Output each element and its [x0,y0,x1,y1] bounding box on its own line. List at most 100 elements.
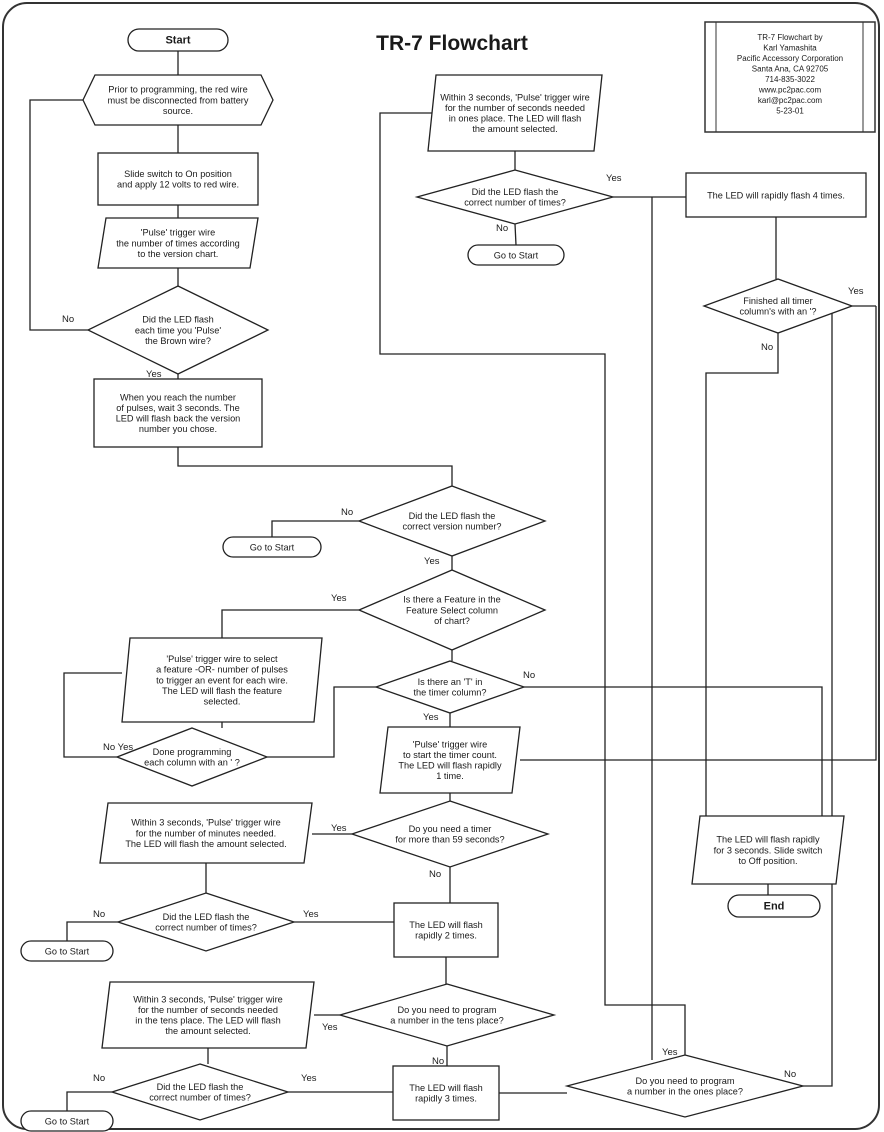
connector [514,223,517,246]
node-shape [414,169,616,225]
node-text: Go to Start [45,1116,90,1126]
connector [63,672,122,758]
node-text: Go to Start [494,250,539,260]
connectors [29,51,877,1111]
node-shape [357,485,547,557]
node-shape [349,800,551,868]
connector [520,306,877,761]
edge-label-yes: Yes [331,593,347,604]
edge-label-no-yes: No Yes [103,742,133,753]
edge-label-no: No [62,314,74,325]
node-goto4: Go to Start [467,244,565,266]
connector [66,1091,112,1111]
node-shape [392,1065,500,1121]
node-goto1: Go to Start [222,536,322,558]
edge-label-no: No [93,909,105,920]
connector [267,686,376,758]
node-shape [691,815,845,885]
node-shape [115,892,297,952]
node-shape [564,1054,806,1118]
node-shape [20,940,114,962]
edge-label-yes: Yes [606,173,622,184]
connector [379,112,686,1055]
edge-label-yes: Yes [848,286,864,297]
connector [221,609,359,638]
node-end: End [727,894,821,918]
node-flash4: The LED will rapidly flash 4 times. [685,172,867,218]
node-start: Start [127,28,229,52]
node-shape [99,802,313,864]
edge-label-yes: Yes [322,1022,338,1033]
edge-label-yes: Yes [424,556,440,567]
node-text: The LED will rapidly flash 4 times. [707,190,845,200]
edge-label-yes: Yes [662,1047,678,1058]
node-text: End [764,900,785,912]
node-shape [685,172,867,218]
node-text: Start [165,34,190,46]
flowchart-title: TR-7 Flowchart [376,32,528,55]
node-shape [101,981,315,1049]
connector [705,333,779,816]
edge-label-no: No [784,1069,796,1080]
node-shape [93,378,263,448]
node-shape [86,285,270,375]
edge-label-no: No [341,507,353,518]
node-shape [97,152,259,206]
node-shape [393,902,499,958]
edge-label-no: No [93,1073,105,1084]
connector [524,686,823,816]
edge-label-yes: Yes [423,712,439,723]
connector [66,921,118,941]
connector [29,99,88,331]
edge-label-no: No [429,869,441,880]
edge-label-yes: Yes [331,823,347,834]
connector [177,447,453,486]
node-shape [379,726,521,794]
node-shape [374,660,526,714]
edge-label-yes: Yes [303,909,319,920]
edge-label-no: No [496,223,508,234]
edge-label-yes: Yes [301,1073,317,1084]
edge-label-no: No [523,670,535,681]
edge-label-no: No [432,1056,444,1067]
node-text: Go to Start [250,542,295,552]
